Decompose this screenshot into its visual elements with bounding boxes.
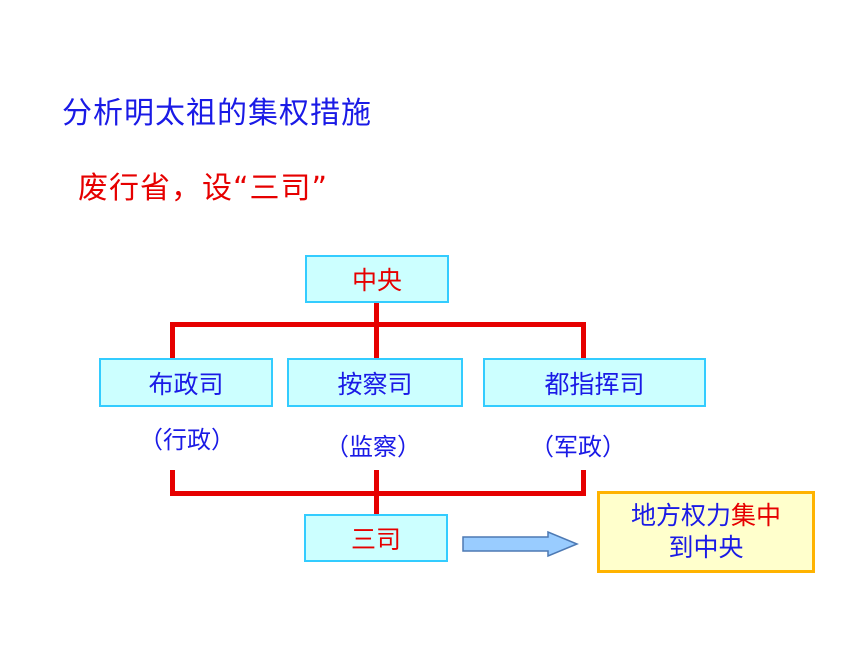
three-departments-label: 三司: [350, 525, 401, 554]
bottom-stem-line: [374, 491, 379, 515]
branch-box-military: 都指挥司: [483, 358, 706, 407]
branch-label-military: 都指挥司: [544, 369, 645, 399]
lower-middle-rise-line: [374, 470, 379, 496]
role-supervision: （监察）: [325, 433, 421, 461]
central-box: 中央: [305, 255, 449, 303]
upper-left-drop-line: [170, 322, 175, 358]
top-stem-line: [374, 303, 379, 325]
slide-title: 分析明太祖的集权措施: [62, 96, 372, 131]
branch-box-administration: 布政司: [99, 358, 273, 407]
slide-subtitle: 废行省，设“三司”: [78, 171, 329, 206]
branch-label-administration: 布政司: [148, 369, 224, 399]
role-administration: （行政）: [139, 426, 235, 454]
branch-box-supervision: 按察司: [287, 358, 463, 407]
lower-left-rise-line: [170, 470, 175, 496]
branch-label-supervision: 按察司: [337, 369, 413, 399]
result-text: 地方权力集中 到中央: [631, 500, 781, 564]
result-line1-red: 集中: [731, 501, 782, 530]
lower-right-rise-line: [581, 470, 586, 496]
three-departments-box: 三司: [304, 514, 448, 562]
result-line1-blue: 地方权力: [630, 501, 731, 530]
result-box: 地方权力集中 到中央: [597, 491, 815, 573]
result-line2: 到中央: [668, 533, 744, 562]
right-arrow-icon: [462, 530, 579, 558]
upper-right-drop-line: [581, 322, 586, 358]
upper-middle-drop-line: [374, 322, 379, 358]
role-military: （军政）: [530, 433, 626, 461]
central-label: 中央: [351, 266, 402, 295]
